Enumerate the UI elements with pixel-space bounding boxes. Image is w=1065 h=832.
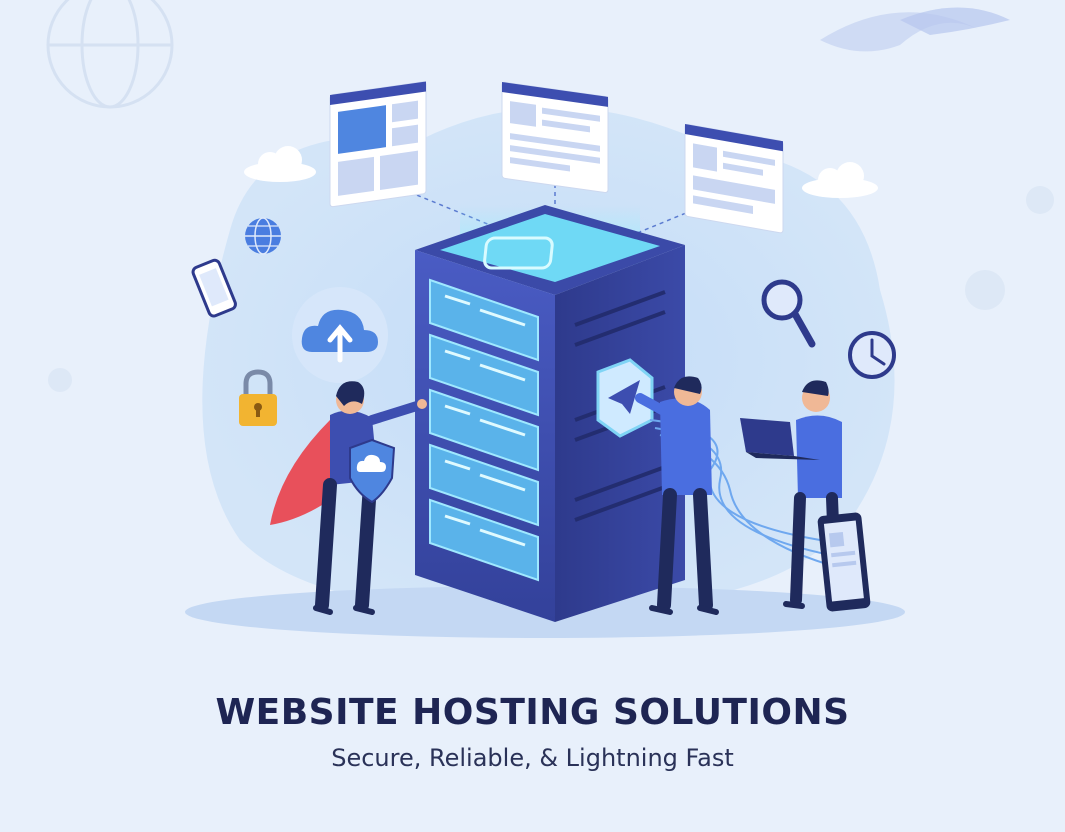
man-figure-server bbox=[635, 376, 719, 615]
clock-icon bbox=[848, 331, 896, 379]
tablet-icon bbox=[817, 512, 871, 612]
woman-figure bbox=[270, 381, 427, 615]
cloud-icon bbox=[244, 146, 878, 198]
magnifier-icon bbox=[761, 279, 816, 348]
cloud-upload-icon bbox=[292, 287, 388, 383]
page-title: WEBSITE HOSTING SOLUTIONS bbox=[215, 692, 850, 733]
padlock-icon bbox=[239, 369, 277, 426]
globe-icon bbox=[245, 217, 281, 255]
browser-window-icon bbox=[329, 81, 784, 234]
background-decor bbox=[46, 0, 1054, 392]
page-subtitle: Secure, Reliable, & Lightning Fast bbox=[331, 744, 734, 772]
server-rack-units bbox=[429, 278, 539, 582]
smartphone-icon bbox=[191, 258, 237, 318]
shield-cloud-icon bbox=[349, 438, 396, 504]
hosting-illustration bbox=[46, 0, 1054, 638]
laptop-icon bbox=[740, 418, 820, 460]
